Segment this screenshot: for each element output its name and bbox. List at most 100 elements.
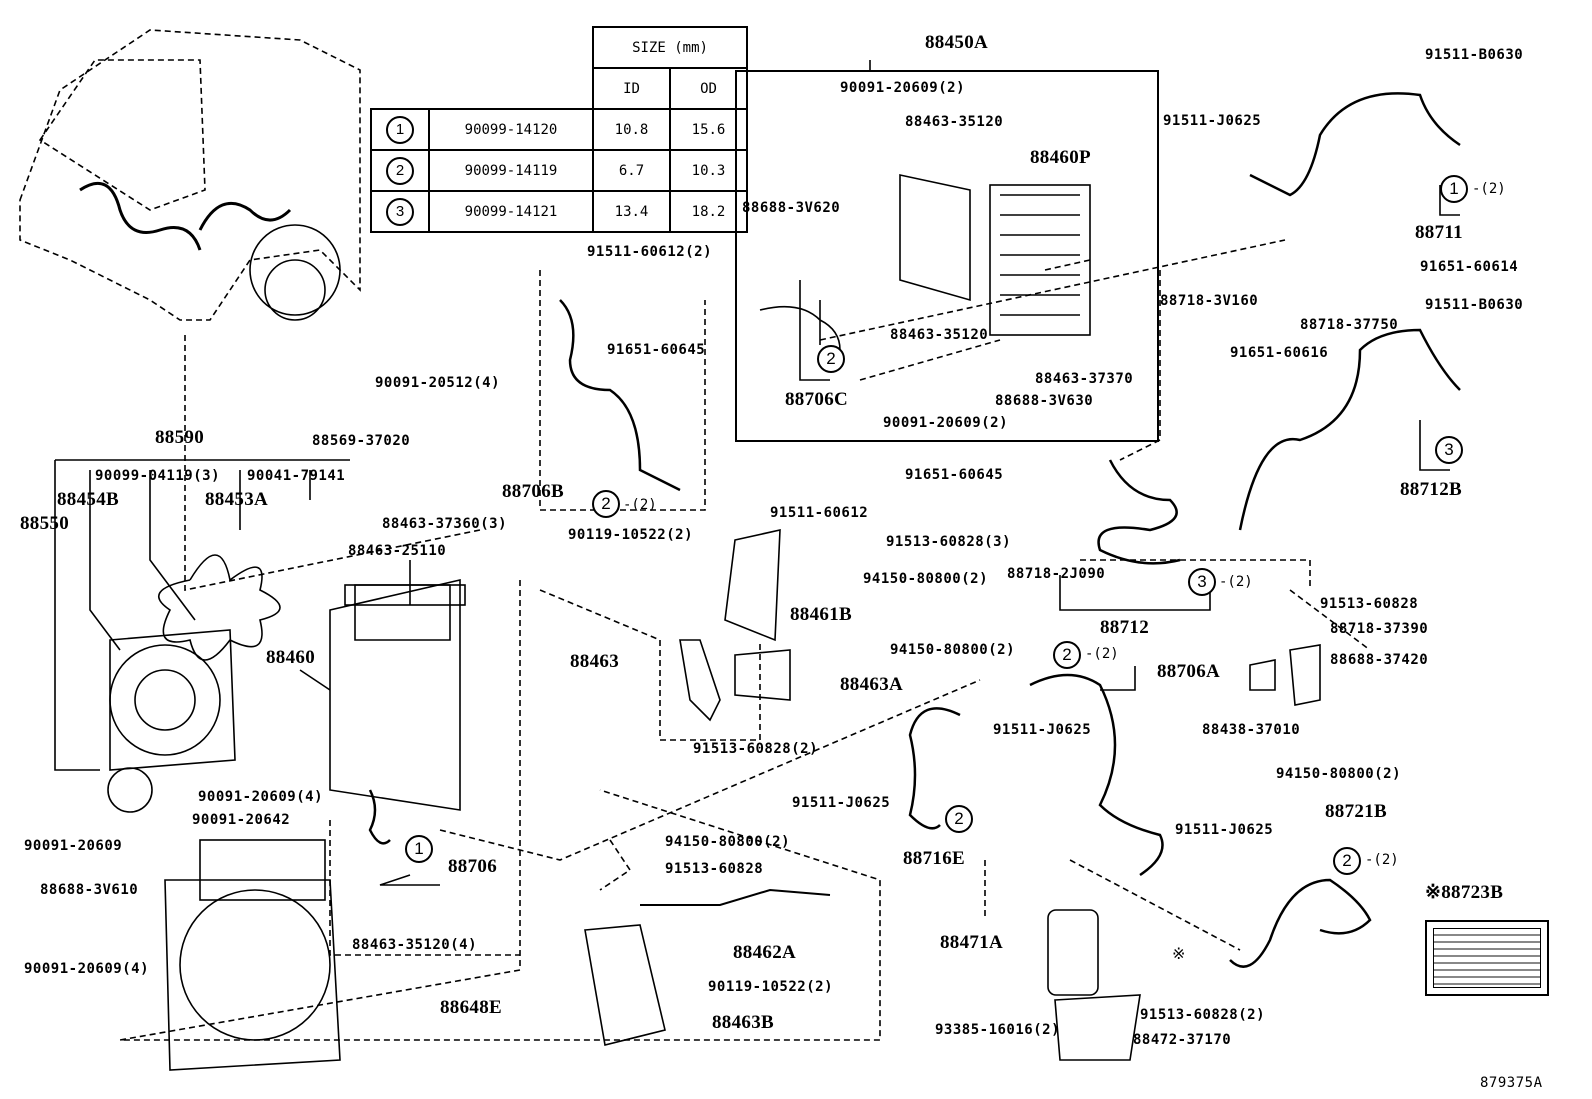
label-90041-79141[interactable]: 90041-79141 [247,468,346,484]
label-90091-20609-c[interactable]: 90091-20609(4) [198,789,324,805]
label-88718-37750[interactable]: 88718-37750 [1300,317,1399,333]
clamp-marker: 2 [817,345,845,373]
label-88688-3v610[interactable]: 88688-3V610 [40,882,139,898]
label-91511-j0625-b[interactable]: 91511-J0625 [792,795,891,811]
lower-shroud-plate [199,839,326,901]
label-88688-37420[interactable]: 88688-37420 [1330,652,1429,668]
condenser-core [989,184,1091,336]
label-91511-j0625-c[interactable]: 91511-J0625 [1175,822,1274,838]
clamp-marker: 2 [945,805,973,833]
label-88712[interactable]: 88712 [1100,617,1149,638]
label-90091-20512[interactable]: 90091-20512(4) [375,375,501,391]
label-88712b[interactable]: 88712B [1400,479,1462,500]
label-90091-20642[interactable]: 90091-20642 [192,812,291,828]
label-91511-60612[interactable]: 91511-60612(2) [587,244,713,260]
label-91651-60616[interactable]: 91651-60616 [1230,345,1329,361]
label-88463-35120-c[interactable]: 88463-35120(4) [352,937,478,953]
label-91513-60828-e[interactable]: 91513-60828 [1320,596,1419,612]
clamp-part: 90099-14121 [428,190,594,233]
label-94150-80800-c[interactable]: 94150-80800(2) [665,834,791,850]
label-88463-35120-b[interactable]: 88463-35120 [890,327,989,343]
clamp-od: 10.3 [669,149,748,192]
label-88721b[interactable]: 88721B [1325,801,1387,822]
label-88706[interactable]: 88706 [448,856,497,877]
label-91511-b0630-b[interactable]: 91511-B0630 [1425,297,1524,313]
label-88471a[interactable]: 88471A [940,932,1004,953]
vehicle-windshield [38,59,206,211]
label-88718-37390[interactable]: 88718-37390 [1330,621,1429,637]
label-94150-80800-d[interactable]: 94150-80800(2) [1276,766,1402,782]
clamp-mark: 3 [386,197,414,226]
label-88463-37360[interactable]: 88463-37360(3) [382,516,508,532]
label-88463-25110[interactable]: 88463-25110 [348,543,447,559]
label-88550[interactable]: 88550 [20,513,69,534]
label-91651-60645[interactable]: 91651-60645 [607,342,706,358]
label-88716e[interactable]: 88716E [903,848,965,869]
fan-motor [134,669,196,731]
label-90099-04119[interactable]: 90099-04119(3) [95,468,221,484]
label-88569-37020[interactable]: 88569-37020 [312,433,411,449]
condenser-fins [1000,194,1080,316]
label-88472-37170[interactable]: 88472-37170 [1133,1032,1232,1048]
label-88711[interactable]: 88711 [1415,222,1463,243]
label-88453a[interactable]: 88453A [205,489,269,510]
label-88718-2j090[interactable]: 88718-2J090 [1007,566,1106,582]
label-90119-10522[interactable]: 90119-10522(2) [568,527,694,543]
label-88463[interactable]: 88463 [570,651,619,672]
label-88461b[interactable]: 88461B [790,604,852,625]
bracket-88463b [584,924,666,1046]
label-88718-3v160[interactable]: 88718-3V160 [1160,293,1259,309]
clamp-marker: 2 [1053,641,1081,669]
bracket-88438-37010 [1249,659,1276,691]
label-88706c[interactable]: 88706C [785,389,849,410]
label-91651-60645-b[interactable]: 91651-60645 [905,467,1004,483]
clamp-marker: 2 [1333,847,1361,875]
label-91651-60614[interactable]: 91651-60614 [1420,259,1519,275]
label-88648e[interactable]: 88648E [440,997,502,1018]
label-88463-35120[interactable]: 88463-35120 [905,114,1004,130]
label-94150-80800[interactable]: 94150-80800(2) [863,571,989,587]
label-91513-60828-c[interactable]: 91513-60828 [665,861,764,877]
label-88450a[interactable]: 88450A [925,32,989,53]
clamp-marker: 1 [405,835,433,863]
label-91513-60828-b[interactable]: 91513-60828(2) [693,741,819,757]
hose-88706a [1029,673,1164,877]
clamp-marker: 3 [1188,568,1216,596]
label-88462a[interactable]: 88462A [733,942,797,963]
hose-88721b [1229,878,1372,968]
label-88438-37010[interactable]: 88438-37010 [1202,722,1301,738]
label-91511-j0625[interactable]: 91511-J0625 [993,722,1092,738]
label-88706b[interactable]: 88706B [502,481,564,502]
label-88460[interactable]: 88460 [266,647,315,668]
note-mark: ※ [1172,944,1186,963]
label-91511-60612-b[interactable]: 91511-60612 [770,505,869,521]
label-88688-3v630[interactable]: 88688-3V630 [995,393,1094,409]
label-88460p[interactable]: 88460P [1030,147,1091,168]
label-88463b[interactable]: 88463B [712,1012,774,1033]
hose-88462a [640,888,831,906]
label-90091-20609-b[interactable]: 90091-20609(2) [883,415,1009,431]
label-88463-37370[interactable]: 88463-37370 [1035,371,1134,387]
label-88590[interactable]: 88590 [155,427,204,448]
radiator-core-top [354,584,451,641]
lower-shroud-ring [179,889,331,1041]
label-91513-60828-d[interactable]: 91513-60828(2) [1140,1007,1266,1023]
label-88706a[interactable]: 88706A [1157,661,1221,682]
label-93385-16016[interactable]: 93385-16016(2) [935,1022,1061,1038]
label-94150-80800-b[interactable]: 94150-80800(2) [890,642,1016,658]
label-88454b[interactable]: 88454B [57,489,119,510]
label-88723b[interactable]: ※88723B [1425,882,1504,903]
label-90119-10522-b[interactable]: 90119-10522(2) [708,979,834,995]
label-91513-60828[interactable]: 91513-60828(3) [886,534,1012,550]
fan-shroud-88454b [109,644,221,756]
vehicle-wheel [249,224,341,321]
label-90091-20609[interactable]: 90091-20609(2) [840,80,966,96]
label-91511-b0630[interactable]: 91511-B0630 [1425,47,1524,63]
clamp-id: 6.7 [592,149,671,192]
label-91511-j0625-d[interactable]: 91511-J0625 [1163,113,1262,129]
label-88688-3v620[interactable]: 88688-3V620 [742,200,841,216]
qty-mark: -(2) [1219,574,1253,590]
label-88463a[interactable]: 88463A [840,674,904,695]
label-90091-20609-e[interactable]: 90091-20609(4) [24,961,150,977]
label-90091-20609-d[interactable]: 90091-20609 [24,838,123,854]
